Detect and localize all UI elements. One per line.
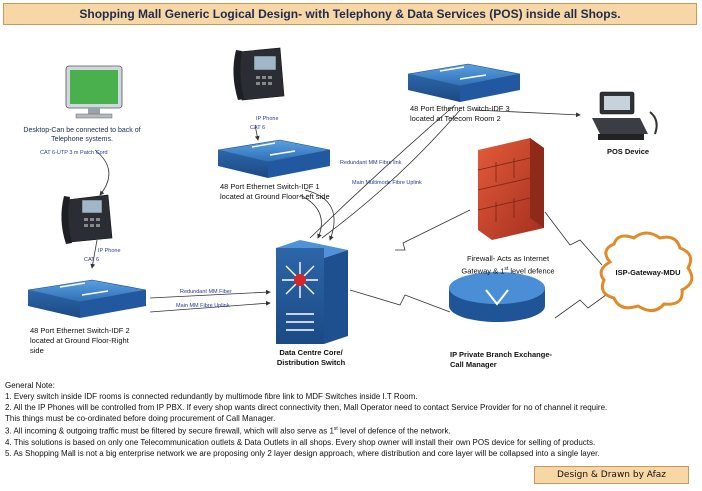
redundant-mm-link-label: Redundant MM Fibre link xyxy=(340,160,402,166)
note-item: 4. This solutions is based on only one T… xyxy=(5,437,596,447)
core-switch-icon xyxy=(276,240,348,344)
idf1-label: 48 Port Ethernet Switch-IDF 1 located at… xyxy=(220,182,330,201)
firewall-label-sup: st xyxy=(504,266,509,272)
ip-phone-icon xyxy=(61,194,113,244)
note-item-3: 3. All incoming & outgoing traffic must … xyxy=(5,424,699,437)
firewall-label: Firewall- Acts as Internet Gateway & 1st… xyxy=(448,254,568,277)
patch-cord-label: CAT 6-UTP 3 m Patch Cord xyxy=(40,150,108,156)
pbx-label: IP Private Branch Exchange- Call Manager xyxy=(450,350,552,369)
main-mm-uplink-label: Main Multimode Fibre Uplink xyxy=(352,180,422,186)
note-item-3-b: level of defence of the network. xyxy=(337,426,451,436)
switch-idf1-icon xyxy=(217,139,331,178)
cat6-left-label: CAT 6 xyxy=(84,257,100,263)
diagram-title: Shopping Mall Generic Logical Design- wi… xyxy=(79,7,621,21)
firewall-label-line3: level defence xyxy=(508,266,555,276)
notes-heading: General Note: xyxy=(5,381,55,390)
switch-idf2-icon xyxy=(27,279,147,318)
firewall-label-line1: Firewall- Acts as Internet xyxy=(466,254,550,263)
note-item: 5. As Shopping Mall is not a big enterpr… xyxy=(5,448,600,458)
idf2-label: 48 Port Ethernet Switch-IDF 2 located at… xyxy=(30,326,130,355)
ip-phone-icon xyxy=(233,47,285,101)
cat6-top-label: CAT 6 xyxy=(250,125,266,131)
note-item-3-sup: st xyxy=(333,426,338,432)
note-item: 1. Every switch inside IDF rooms is conn… xyxy=(5,392,418,401)
isp-label: ISP-Gateway-MDU xyxy=(615,268,681,277)
switch-idf3-icon xyxy=(407,63,521,102)
isp-cloud-icon xyxy=(599,231,694,312)
connection-lines xyxy=(90,104,611,319)
redundant-mm-fiber-label: Redundant MM Fiber xyxy=(180,289,232,295)
pos-device-icon xyxy=(592,91,658,140)
pos-label: POS Device xyxy=(606,147,650,156)
idf3-label: 48 Port Ethernet Switch-IDF 3 located at… xyxy=(410,104,510,123)
firewall-label-line2: Gateway & 1 xyxy=(461,266,505,276)
credit-box: Design & Drawn by Afaz xyxy=(534,466,689,484)
note-item-3-a: 3. All incoming & outgoing traffic must … xyxy=(5,426,334,436)
ip-phone-left-label: IP Phone xyxy=(98,248,121,254)
credit-text: Design & Drawn by Afaz xyxy=(556,470,667,480)
note-item: 2. All the IP Phones will be controlled … xyxy=(5,403,608,412)
title-bar: Shopping Mall Generic Logical Design- wi… xyxy=(3,3,697,25)
core-switch-label: Data Centre Core/ Distribution Switch xyxy=(276,348,346,367)
firewall-icon xyxy=(477,138,544,240)
main-mm-fibre-uplink-label: Main MM Fibre Uplink xyxy=(176,303,230,309)
pbx-router-icon xyxy=(449,272,545,322)
ip-phone-top-label: IP Phone xyxy=(256,116,279,122)
desktop-icon xyxy=(65,65,123,119)
desktop-label: Desktop-Can be connected to back of Tele… xyxy=(23,127,141,143)
note-item: This things must be co-ordinated before … xyxy=(5,414,276,423)
general-notes: General Note: 1. Every switch inside IDF… xyxy=(5,380,699,459)
